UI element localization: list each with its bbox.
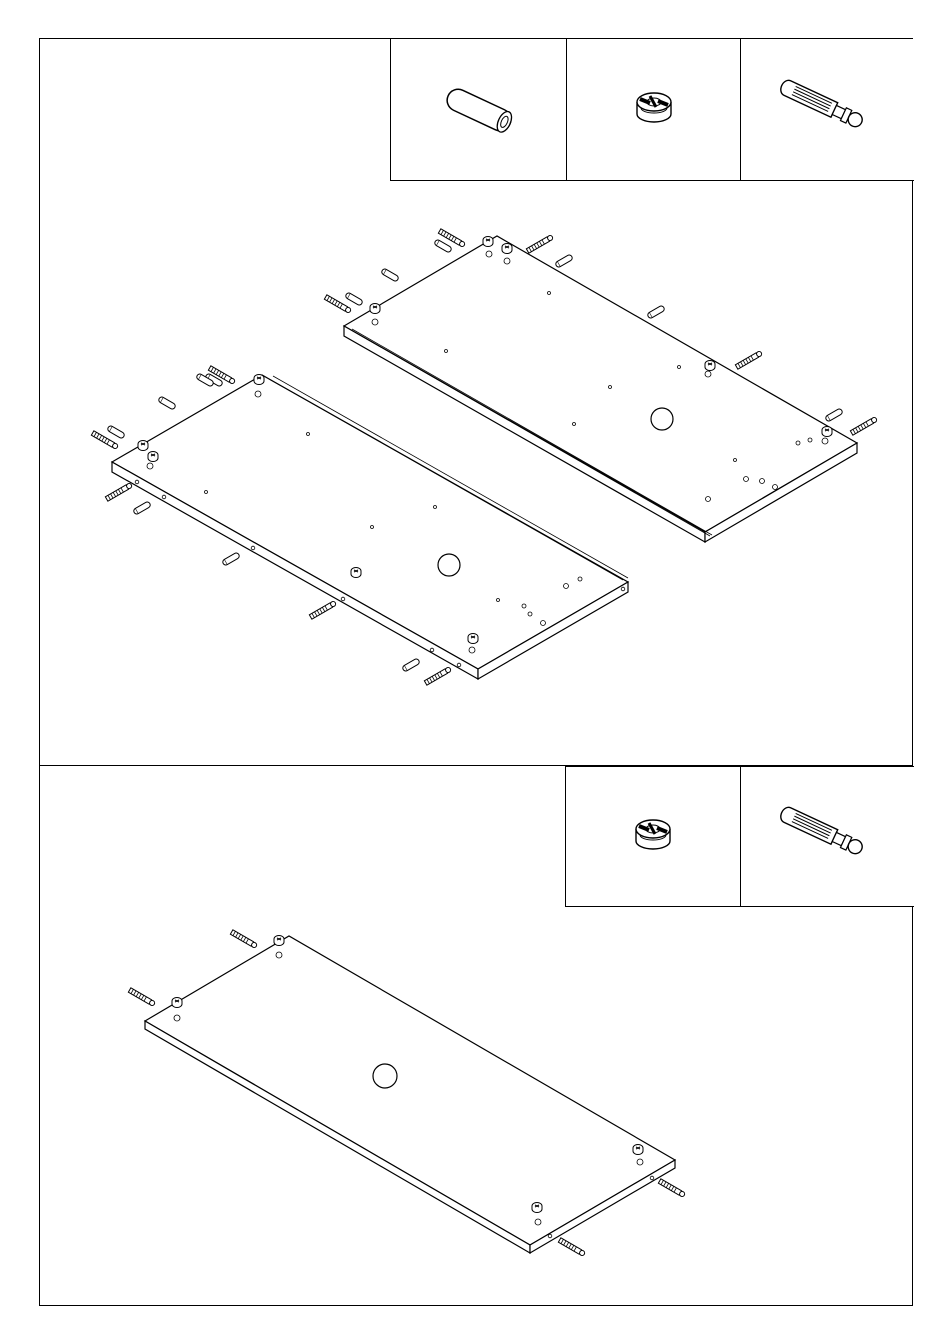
step-2-frame: [39, 766, 913, 1306]
step-1-drawing: [40, 39, 914, 767]
step-2-drawing: [40, 766, 914, 1306]
single-panel: [145, 936, 675, 1253]
step-1-frame: [39, 38, 913, 766]
